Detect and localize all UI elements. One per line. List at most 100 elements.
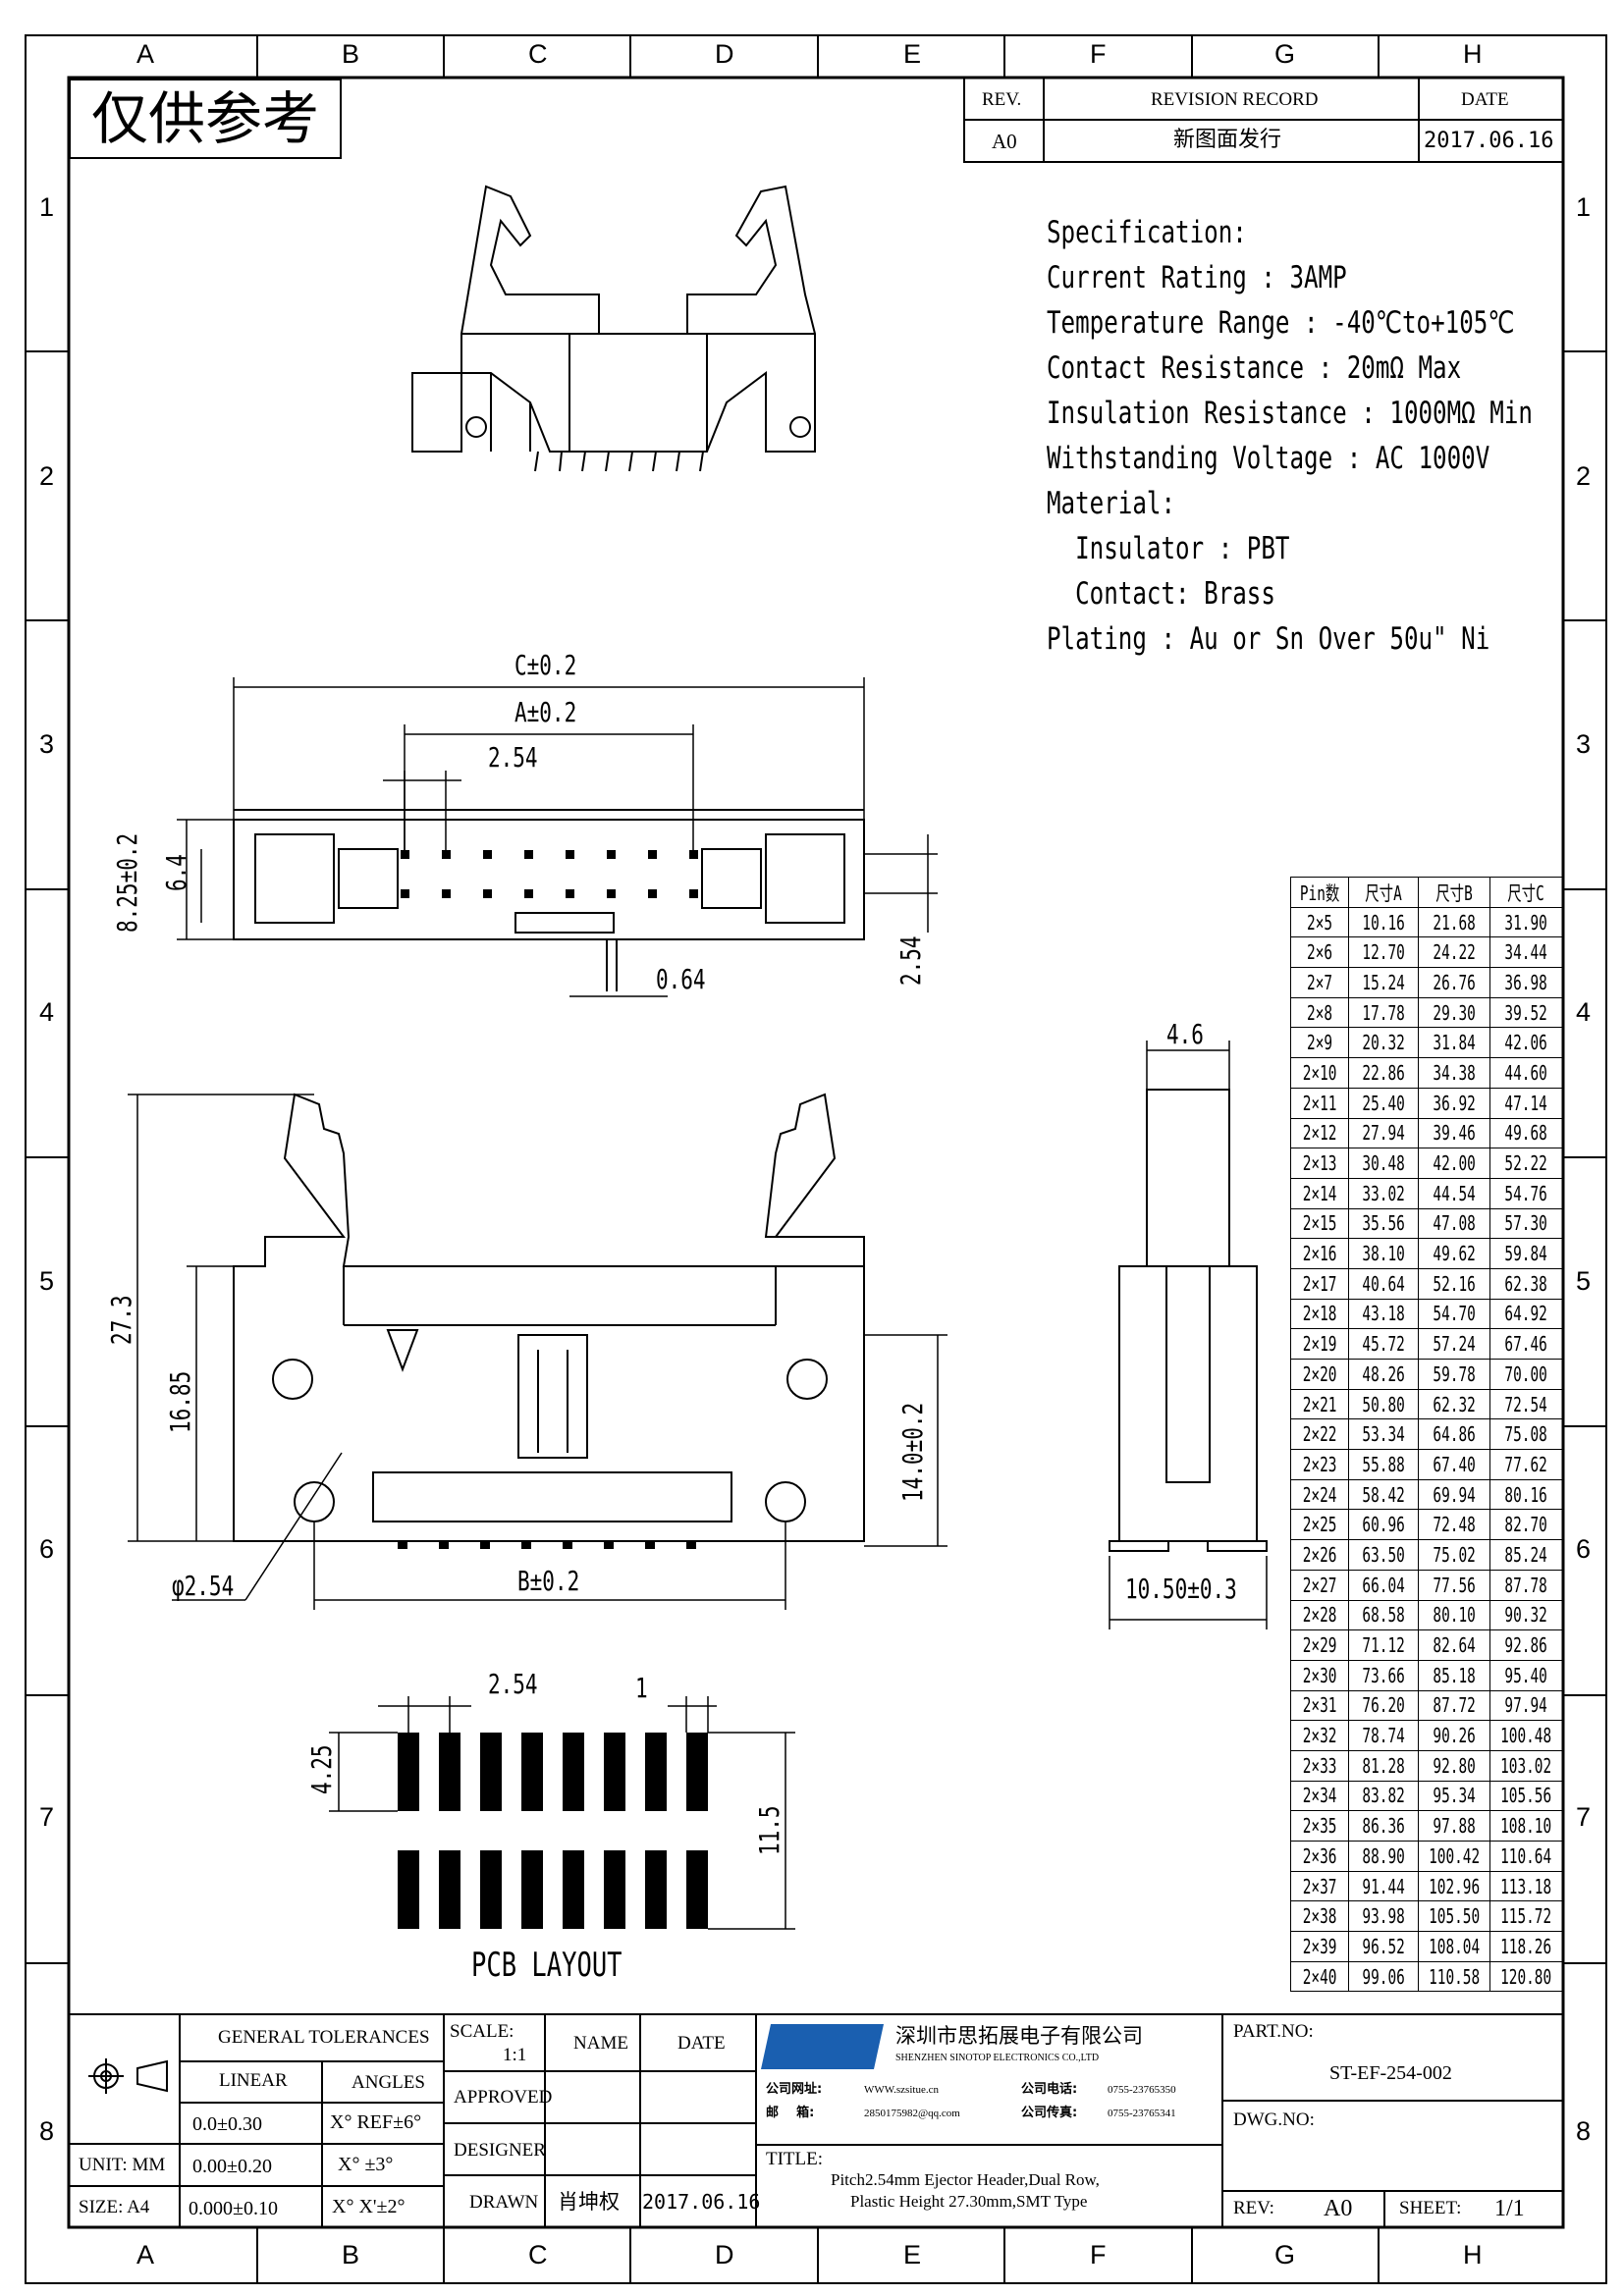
- pin-table-cell: 55.88: [1348, 1449, 1419, 1480]
- dim-pcb-span: 11.5: [753, 1805, 785, 1855]
- pin-table-cell: 2×21: [1290, 1388, 1349, 1420]
- pin-table-cell: 97.94: [1489, 1689, 1563, 1722]
- pin-table-header-cell: Pin数: [1290, 877, 1349, 908]
- part-no-value: ST-EF-254-002: [1329, 2062, 1452, 2084]
- pin-table-cell: 96.52: [1348, 1931, 1419, 1962]
- pin-table-cell: 68.58: [1348, 1599, 1419, 1631]
- pin-table-cell: 45.72: [1348, 1328, 1419, 1360]
- linear-header: LINEAR: [219, 2070, 288, 2091]
- grid-col-g-top: G: [1274, 39, 1296, 69]
- pin-table-cell: 2×40: [1290, 1960, 1349, 1993]
- pin-table-cell: 90.32: [1489, 1599, 1563, 1631]
- pin-table-cell: 50.80: [1348, 1388, 1419, 1420]
- approved-label: APPROVED: [454, 2087, 553, 2108]
- dim-b: B±0.2: [517, 1565, 580, 1597]
- pin-table-cell: 118.26: [1489, 1931, 1563, 1962]
- size-label: SIZE: A4: [79, 2197, 150, 2217]
- pin-table-cell: 2×19: [1290, 1328, 1349, 1360]
- spec-line: Withstanding Voltage : AC 1000V: [1047, 441, 1490, 476]
- pin-table-cell: 10.16: [1348, 906, 1419, 938]
- tol-linear-2: 0.00±0.20: [192, 2156, 272, 2177]
- grid-row-6-right: 6: [1576, 1534, 1592, 1564]
- grid-row-8-left: 8: [39, 2116, 55, 2146]
- pin-table-cell: 72.48: [1417, 1509, 1491, 1541]
- front-view: [233, 1093, 865, 1542]
- pin-table-cell: 48.26: [1348, 1359, 1419, 1390]
- pin-table-cell: 31.84: [1417, 1027, 1491, 1059]
- pin-table-cell: 92.86: [1489, 1629, 1563, 1661]
- pin-table-cell: 2×24: [1290, 1478, 1349, 1511]
- grid-row-1-left: 1: [39, 192, 55, 222]
- grid-row-4-left: 4: [39, 997, 55, 1027]
- pin-table-cell: 53.34: [1348, 1418, 1419, 1451]
- sheet-label: SHEET:: [1399, 2198, 1462, 2218]
- pin-table-cell: 2×8: [1290, 996, 1349, 1029]
- pin-table-cell: 2×6: [1290, 936, 1349, 969]
- title-block-lines: [69, 2013, 1563, 2227]
- spec-line: Specification:: [1047, 215, 1247, 250]
- grid-col-d-bottom: D: [715, 2240, 734, 2269]
- revision-record-header: REVISION RECORD: [1151, 89, 1319, 110]
- pin-table-cell: 60.96: [1348, 1509, 1419, 1541]
- spec-line: Current Rating : 3AMP: [1047, 260, 1347, 295]
- pin-table-cell: 2×31: [1290, 1689, 1349, 1722]
- pin-table-cell: 42.00: [1417, 1148, 1491, 1179]
- spec-line: Contact Resistance : 20mΩ Max: [1047, 350, 1462, 386]
- pin-table-cell: 95.34: [1417, 1780, 1491, 1812]
- pin-table-cell: 2×14: [1290, 1177, 1349, 1209]
- pin-table-cell: 33.02: [1348, 1177, 1419, 1209]
- grid-row-3-right: 3: [1576, 729, 1592, 759]
- sheet-value: 1/1: [1494, 2196, 1525, 2221]
- grid-row-4-right: 4: [1576, 997, 1592, 1027]
- tel-value: 0755-23765350: [1108, 2084, 1176, 2096]
- pin-table-header-cell: 尺寸B: [1417, 877, 1491, 908]
- grid-col-c-bottom: C: [528, 2240, 548, 2269]
- pin-table-cell: 2×37: [1290, 1870, 1349, 1902]
- general-tolerances-label: GENERAL TOLERANCES: [218, 2027, 430, 2048]
- mail-value: 2850175982@qq.com: [864, 2108, 960, 2119]
- pin-table-cell: 64.86: [1417, 1418, 1491, 1451]
- pin-table-cell: 26.76: [1417, 967, 1491, 998]
- pin-table-cell: 38.10: [1348, 1238, 1419, 1269]
- pin-table-cell: 17.78: [1348, 996, 1419, 1029]
- pin-table-cell: 2×20: [1290, 1359, 1349, 1390]
- pin-table-cell: 44.60: [1489, 1057, 1563, 1089]
- pin-table-cell: 57.30: [1489, 1207, 1563, 1240]
- date-header: DATE: [677, 2033, 726, 2054]
- revision-box: [963, 77, 1564, 163]
- pin-table-cell: 120.80: [1489, 1960, 1563, 1993]
- grid-row-6-left: 6: [39, 1534, 55, 1564]
- pin-table-cell: 62.38: [1489, 1267, 1563, 1300]
- pin-table-cell: 2×16: [1290, 1238, 1349, 1269]
- scale-label: SCALE:: [450, 2021, 514, 2042]
- grid-col-b-top: B: [342, 39, 360, 69]
- dim-height-64: 6.4: [160, 854, 192, 891]
- dim-height-254: 2.54: [894, 935, 927, 986]
- pin-table-cell: 2×39: [1290, 1931, 1349, 1962]
- pin-table-cell: 2×7: [1290, 967, 1349, 998]
- pin-table-cell: 82.64: [1417, 1629, 1491, 1661]
- dwg-no-label: DWG.NO:: [1233, 2109, 1315, 2130]
- company-name-en: SHENZHEN SINOTOP ELECTRONICS CO.,LTD: [895, 2053, 1100, 2063]
- scale-value: 1:1: [503, 2045, 527, 2065]
- grid-col-c-top: C: [528, 39, 548, 69]
- pin-table-cell: 76.20: [1348, 1689, 1419, 1722]
- pin-table-cell: 12.70: [1348, 936, 1419, 969]
- grid-row-5-right: 5: [1576, 1266, 1592, 1296]
- tol-angle-1: X° REF±6°: [330, 2111, 422, 2133]
- pin-table-cell: 2×17: [1290, 1267, 1349, 1300]
- pin-table-cell: 80.16: [1489, 1478, 1563, 1511]
- pin-table-cell: 72.54: [1489, 1388, 1563, 1420]
